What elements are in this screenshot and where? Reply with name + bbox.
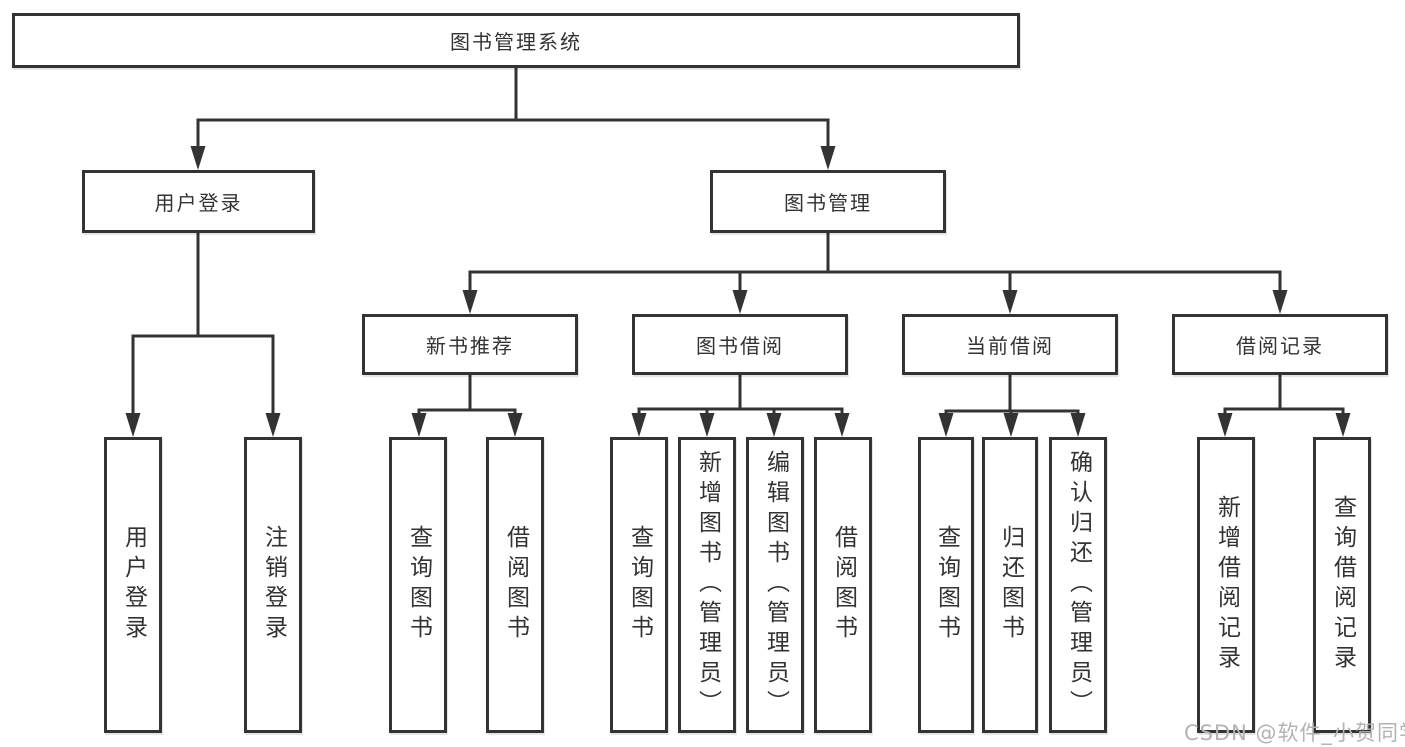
leaf-label: 借阅图书 bbox=[502, 525, 529, 645]
leaf-label: 查询借阅记录 bbox=[1329, 495, 1356, 675]
arrow-down-icon bbox=[1003, 413, 1019, 437]
connector-bookmgmt-to-level3 bbox=[468, 233, 1282, 292]
connector-userlogin-to-leaves bbox=[131, 233, 275, 415]
leaf-label: 新增图书（管理员） bbox=[694, 450, 721, 720]
node-label: 图书管理系统 bbox=[450, 30, 582, 54]
arrow-down-icon bbox=[732, 290, 748, 314]
arrow-down-icon bbox=[462, 290, 478, 314]
csdn-watermark: CSDN @软件_小贺同学 bbox=[1184, 721, 1405, 745]
arrow-down-icon bbox=[938, 413, 954, 437]
arrow-down-icon bbox=[834, 413, 850, 437]
arrow-down-icon bbox=[507, 413, 523, 437]
leaf-borrow-books: 借阅图书 bbox=[486, 437, 544, 733]
leaf-borrow-books: 借阅图书 bbox=[814, 437, 872, 733]
leaf-label: 编辑图书（管理员） bbox=[762, 450, 789, 720]
node-label: 当前借阅 bbox=[966, 334, 1054, 358]
connector-records-to-leaves bbox=[1223, 375, 1345, 415]
leaf-label: 新增借阅记录 bbox=[1213, 495, 1240, 675]
connector-newrec-to-leaves bbox=[417, 375, 517, 415]
leaf-user-login: 用户登录 bbox=[104, 437, 162, 733]
arrow-down-icon bbox=[699, 413, 715, 437]
node-borrowing-records: 借阅记录 bbox=[1172, 314, 1388, 375]
leaf-label: 借阅图书 bbox=[830, 525, 857, 645]
node-current-borrowing: 当前借阅 bbox=[902, 314, 1118, 375]
arrow-down-icon bbox=[631, 413, 647, 437]
leaf-label: 查询图书 bbox=[933, 525, 960, 645]
leaf-label: 用户登录 bbox=[120, 525, 147, 645]
leaf-add-books-admin: 新增图书（管理员） bbox=[678, 437, 736, 733]
node-label: 新书推荐 bbox=[426, 334, 514, 358]
node-library-management-system: 图书管理系统 bbox=[12, 13, 1020, 68]
arrow-down-icon bbox=[125, 413, 141, 437]
connector-current-to-leaves bbox=[944, 375, 1080, 415]
leaf-label: 注销登录 bbox=[260, 525, 287, 645]
node-label: 用户登录 bbox=[154, 191, 243, 215]
node-user-login: 用户登录 bbox=[82, 170, 315, 233]
arrow-down-icon bbox=[1070, 413, 1086, 437]
arrow-down-icon bbox=[1217, 413, 1233, 437]
node-label: 图书管理 bbox=[784, 191, 872, 215]
leaf-add-borrow-record: 新增借阅记录 bbox=[1197, 437, 1255, 733]
leaf-edit-books-admin: 编辑图书（管理员） bbox=[746, 437, 804, 733]
arrow-down-icon bbox=[265, 413, 281, 437]
leaf-label: 归还图书 bbox=[997, 525, 1024, 645]
arrow-down-icon bbox=[411, 413, 427, 437]
leaf-label: 查询图书 bbox=[626, 525, 653, 645]
node-label: 借阅记录 bbox=[1236, 334, 1324, 358]
node-book-borrowing: 图书借阅 bbox=[632, 314, 848, 375]
node-book-management: 图书管理 bbox=[710, 170, 946, 233]
arrow-down-icon bbox=[1002, 290, 1018, 314]
arrow-down-icon bbox=[190, 146, 206, 170]
leaf-logout: 注销登录 bbox=[244, 437, 302, 733]
arrow-down-icon bbox=[1272, 290, 1288, 314]
leaf-label: 确认归还（管理员） bbox=[1065, 450, 1092, 720]
leaf-query-books: 查询图书 bbox=[610, 437, 668, 733]
leaf-query-books: 查询图书 bbox=[918, 437, 974, 733]
leaf-query-borrow-record: 查询借阅记录 bbox=[1313, 437, 1371, 733]
leaf-query-books: 查询图书 bbox=[389, 437, 447, 733]
arrow-down-icon bbox=[820, 146, 836, 170]
connector-root-to-level2 bbox=[196, 68, 830, 148]
arrow-down-icon bbox=[1335, 413, 1351, 437]
node-label: 图书借阅 bbox=[696, 334, 784, 358]
connector-borrowing-to-leaves bbox=[637, 375, 844, 415]
arrow-down-icon bbox=[766, 413, 782, 437]
leaf-return-books: 归还图书 bbox=[982, 437, 1038, 733]
leaf-confirm-return-admin: 确认归还（管理员） bbox=[1049, 437, 1107, 733]
leaf-label: 查询图书 bbox=[405, 525, 432, 645]
node-new-book-recommend: 新书推荐 bbox=[362, 314, 578, 375]
